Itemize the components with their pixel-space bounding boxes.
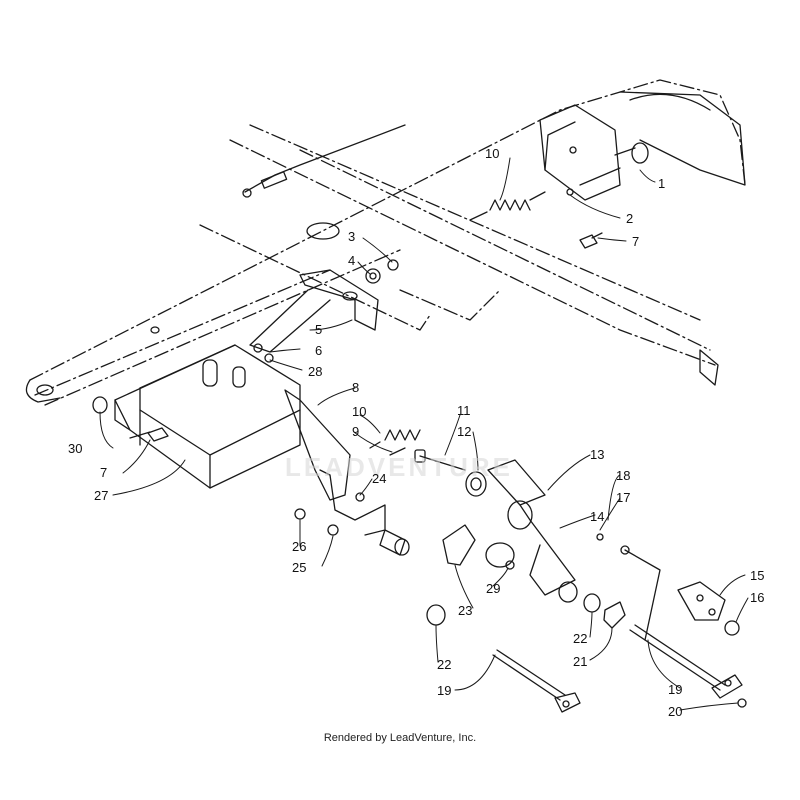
callout-11: 11	[457, 403, 471, 418]
callout-13: 13	[590, 447, 605, 462]
rod-left	[492, 649, 581, 713]
frame-solid	[25, 91, 746, 403]
callout-7-right: 7	[632, 234, 640, 249]
leader-lines	[99, 157, 749, 711]
callout-23: 23	[458, 603, 473, 618]
callout-29: 29	[486, 581, 501, 596]
callout-3: 3	[348, 229, 356, 244]
callout-22-right: 22	[573, 631, 588, 646]
pedal-13	[485, 459, 578, 603]
callout-10-lower: 10	[352, 404, 367, 419]
callout-30: 30	[68, 441, 83, 456]
rod-18	[624, 549, 661, 641]
pedal-bracket-upper	[249, 269, 379, 353]
hardware	[92, 188, 747, 708]
callout-2: 2	[626, 211, 634, 226]
callout-22-left: 22	[437, 657, 452, 672]
right-bracket	[539, 104, 649, 201]
callout-4: 4	[348, 253, 356, 268]
spring-upper	[469, 191, 546, 221]
callout-10-upper: 10	[485, 146, 500, 161]
bracket-23	[442, 524, 476, 566]
callout-17: 17	[616, 490, 631, 505]
callout-14: 14	[590, 509, 605, 524]
callout-27: 27	[94, 488, 109, 503]
render-credit: Rendered by LeadVenture, Inc.	[323, 732, 477, 744]
frame-outline	[29, 79, 746, 406]
callout-1: 1	[658, 176, 666, 191]
callout-12: 12	[457, 424, 472, 439]
callout-25: 25	[292, 560, 307, 575]
tube	[379, 529, 410, 556]
callout-20: 20	[668, 704, 683, 719]
callout-19-right: 19	[668, 682, 683, 697]
callout-21: 21	[573, 654, 588, 669]
callout-15: 15	[750, 568, 765, 583]
callout-26: 26	[292, 539, 307, 554]
rod-right	[629, 624, 743, 699]
callout-9: 9	[352, 424, 360, 439]
bracket-15	[677, 581, 726, 621]
callout-8: 8	[352, 380, 360, 395]
spring-lower	[369, 429, 421, 449]
cable	[242, 124, 406, 198]
callout-28: 28	[308, 364, 323, 379]
watermark: LEADVENTURE	[285, 452, 514, 482]
box-27	[114, 344, 301, 489]
callout-24: 24	[372, 471, 387, 486]
callout-7-left: 7	[100, 465, 108, 480]
callout-16: 16	[750, 590, 765, 605]
callout-19-left: 19	[437, 683, 452, 698]
callout-6: 6	[315, 343, 323, 358]
callout-5: 5	[315, 322, 323, 337]
callout-18: 18	[616, 468, 631, 483]
bracket-21	[603, 601, 626, 629]
